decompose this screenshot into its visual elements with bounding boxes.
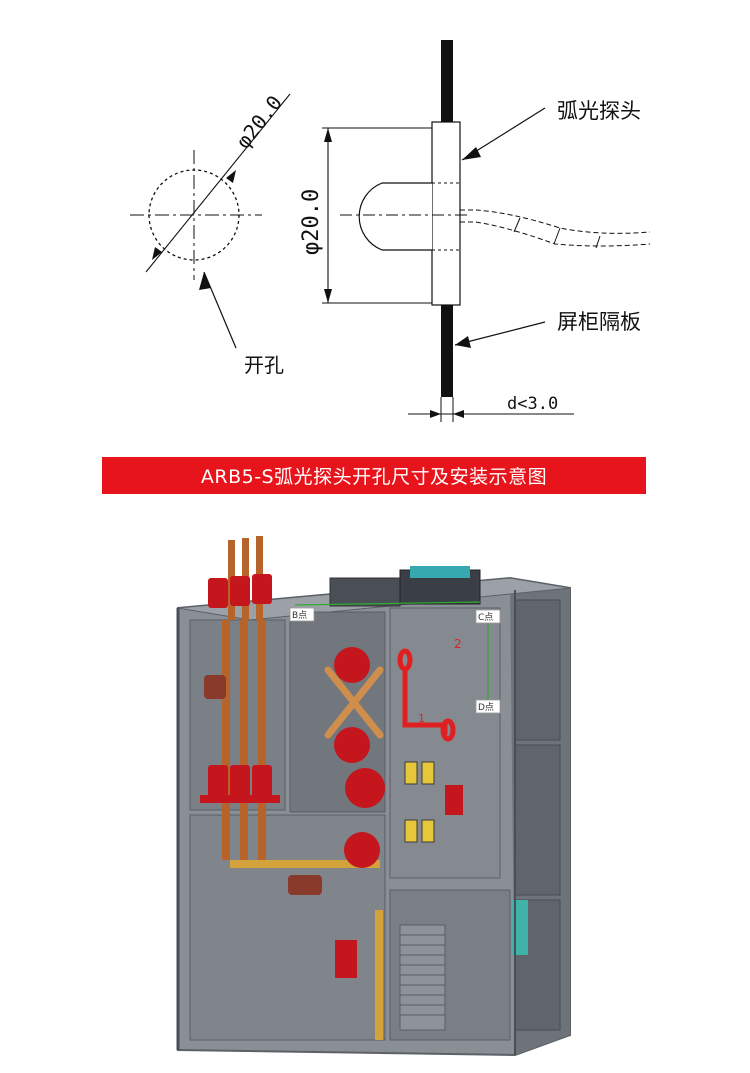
point-d-label: D点 xyxy=(478,702,494,713)
marker-2-label: 2 xyxy=(454,637,462,651)
title-banner: ARB5-S弧光探头开孔尺寸及安装示意图 xyxy=(102,457,646,494)
point-b-label: B点 xyxy=(292,610,307,621)
marker-1-label: 1 xyxy=(418,712,425,725)
panel-label: 屏柜隔板 xyxy=(557,310,641,334)
hole-view xyxy=(130,93,291,349)
probe-mounting-drawing: φ20.0 开孔 φ2 xyxy=(130,40,651,422)
hole-diameter-label: φ20.0 xyxy=(231,91,287,153)
hole-label: 开孔 xyxy=(244,353,284,377)
switchgear-cabinet-illustration: B点 C点 D点 1 2 xyxy=(176,536,571,1057)
probe-diameter-label: φ20.0 xyxy=(299,189,324,255)
banner-title: ARB5-S弧光探头开孔尺寸及安装示意图 xyxy=(200,466,548,488)
probe-side-view xyxy=(322,40,651,422)
gap-label: d<3.0 xyxy=(507,394,558,414)
probe-label: 弧光探头 xyxy=(557,99,641,123)
point-c-label: C点 xyxy=(478,612,493,623)
